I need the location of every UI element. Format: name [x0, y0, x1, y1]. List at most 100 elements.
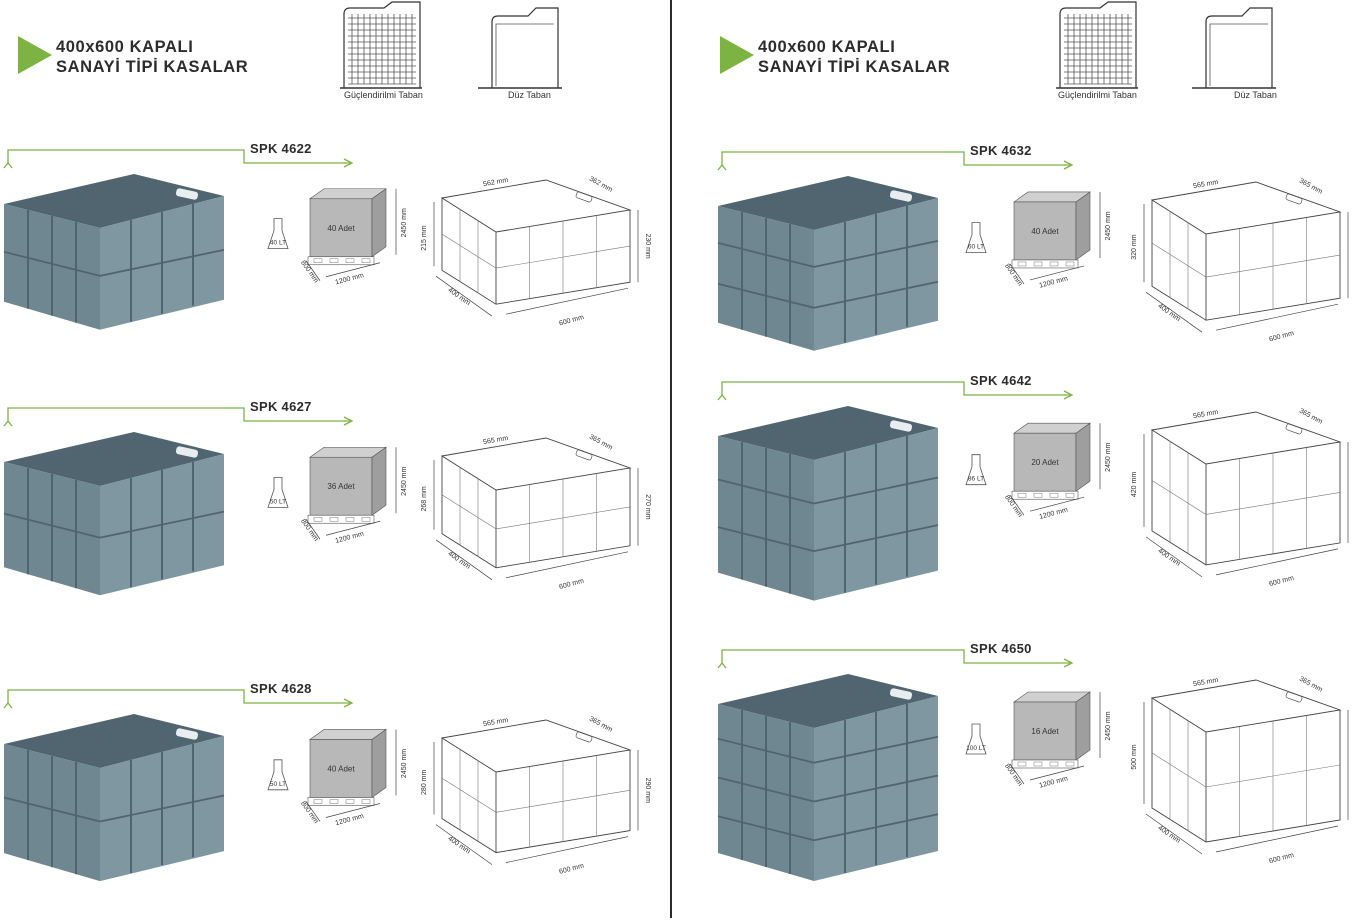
- pallet-length-label: 1200 mm: [335, 813, 365, 827]
- inner-height-label: 215 mm: [421, 225, 428, 250]
- drawing-handle: [575, 449, 593, 461]
- flat-base-icon: [478, 7, 562, 89]
- drawing-handle: [1285, 691, 1303, 703]
- crate-handle: [889, 190, 913, 202]
- page-title-line1: 400x600 KAPALI: [56, 38, 194, 56]
- arrow-up-icon: [3, 161, 13, 169]
- volume-label: 50 LT: [270, 781, 286, 788]
- crate-photo: [3, 432, 225, 596]
- crate-handle: [175, 728, 199, 740]
- arrow-up-icon: [717, 163, 727, 171]
- outer-width-label: 400 mm: [446, 550, 471, 570]
- pallet-height-label: 2450 mm: [401, 749, 408, 778]
- arrow-up-icon: [717, 661, 727, 669]
- green-bracket-line: [7, 407, 350, 422]
- page-spine-divider: [670, 0, 672, 918]
- product-code: SPK 4627: [250, 399, 312, 414]
- outer-length-label: 600 mm: [558, 862, 584, 875]
- outer-length-label: 600 mm: [558, 314, 584, 327]
- green-bracket-line: [7, 689, 350, 704]
- inner-height-label: 320 mm: [1131, 234, 1138, 259]
- arrow-right-icon: [343, 698, 354, 708]
- inner-width-label: 365 mm: [1298, 178, 1324, 196]
- reinforced-base-icon: [340, 1, 422, 89]
- volume-label: 50 LT: [270, 498, 286, 505]
- outer-length-label: 600 mm: [1268, 330, 1294, 343]
- pallet-count-label: 40 Adet: [327, 224, 355, 233]
- volume-label: 60 LT: [968, 244, 984, 251]
- page-title-line1: 400x600 KAPALI: [758, 38, 896, 56]
- page-title-line2: SANAYİ TİPİ KASALAR: [758, 58, 951, 76]
- drawing-handle: [1285, 423, 1303, 435]
- page-title: 400x600 KAPALI SANAYİ TİPİ KASALAR: [56, 37, 316, 77]
- inner-width-label: 362 mm: [588, 176, 614, 194]
- crate-photo: [717, 674, 939, 881]
- flat-base-label: Düz Taban: [1234, 90, 1277, 100]
- outer-width-label: 400 mm: [1156, 303, 1181, 323]
- flask-icon: [267, 477, 289, 508]
- crate-handle: [889, 688, 913, 700]
- catalog-page-right: 400x600 KAPALI SANAYİ TİPİ KASALAR Güçle…: [678, 0, 1354, 918]
- arrow-right-icon: [1063, 658, 1074, 668]
- crate-line-drawing: [440, 437, 632, 569]
- pallet-length-label: 1200 mm: [1039, 275, 1069, 289]
- outer-height-label: 270 mm: [644, 494, 651, 519]
- inner-height-label: 500 mm: [1131, 744, 1138, 769]
- pallet-stack: [307, 446, 387, 524]
- inner-length-label: 562 mm: [483, 177, 509, 188]
- flask-icon: [267, 759, 289, 791]
- page-title-line2: SANAYİ TİPİ KASALAR: [56, 58, 249, 76]
- outer-width-label: 400 mm: [1156, 548, 1181, 568]
- flask-icon: [965, 454, 987, 486]
- inner-width-label: 365 mm: [588, 716, 614, 734]
- reinforced-base-diagram: Güçlendirilmi Taban: [1056, 0, 1138, 100]
- arrow-right-icon: [343, 158, 354, 168]
- crate-handle: [175, 446, 199, 458]
- flat-base-diagram: Düz Taban: [1192, 0, 1277, 100]
- pallet-height-label: 2450 mm: [1105, 442, 1112, 471]
- green-bracket-line: [7, 149, 350, 164]
- green-triangle-icon: [720, 36, 754, 74]
- pallet-length-label: 1200 mm: [1039, 507, 1069, 521]
- product-code: SPK 4622: [250, 141, 312, 156]
- flask-icon: [965, 222, 987, 253]
- pallet-count-label: 40 Adet: [327, 764, 355, 773]
- inner-length-label: 565 mm: [483, 435, 509, 446]
- outer-height-label: 290 mm: [644, 778, 651, 803]
- pallet-height-label: 2450 mm: [1105, 211, 1112, 240]
- pallet-count-label: 36 Adet: [327, 482, 355, 491]
- crate-photo: [717, 406, 939, 601]
- pallet-height-label: 2450 mm: [401, 466, 408, 495]
- pallet-count-label: 40 Adet: [1031, 227, 1059, 236]
- reinforced-base-label: Güçlendirilmi Taban: [344, 90, 423, 100]
- arrow-up-icon: [3, 419, 13, 427]
- inner-width-label: 365 mm: [588, 434, 614, 452]
- product-code: SPK 4628: [250, 681, 312, 696]
- pallet-height-label: 2450 mm: [401, 208, 408, 237]
- pallet-length-label: 1200 mm: [335, 531, 365, 545]
- arrow-up-icon: [3, 701, 13, 709]
- inner-length-label: 565 mm: [483, 717, 509, 728]
- crate-photo: [717, 176, 939, 351]
- pallet-length-label: 1200 mm: [335, 272, 365, 286]
- inner-length-label: 565 mm: [1193, 409, 1219, 420]
- crate-photo: [3, 174, 225, 330]
- green-bracket-line: [721, 151, 1070, 166]
- outer-width-label: 400 mm: [446, 835, 471, 855]
- reinforced-base-diagram: Güçlendirilmi Taban: [340, 0, 423, 100]
- inner-height-label: 268 mm: [421, 486, 428, 511]
- outer-width-label: 400 mm: [1156, 825, 1181, 845]
- green-bracket-line: [721, 649, 1070, 664]
- product-code: SPK 4650: [970, 641, 1032, 656]
- pallet-stack: [307, 728, 387, 806]
- inner-length-label: 565 mm: [1193, 179, 1219, 190]
- inner-width-label: 365 mm: [1298, 408, 1324, 426]
- green-bracket-line: [721, 381, 1070, 396]
- arrow-right-icon: [343, 416, 354, 426]
- arrow-right-icon: [1063, 160, 1074, 170]
- pallet-stack: [1011, 422, 1091, 500]
- outer-height-label: 230 mm: [644, 233, 651, 258]
